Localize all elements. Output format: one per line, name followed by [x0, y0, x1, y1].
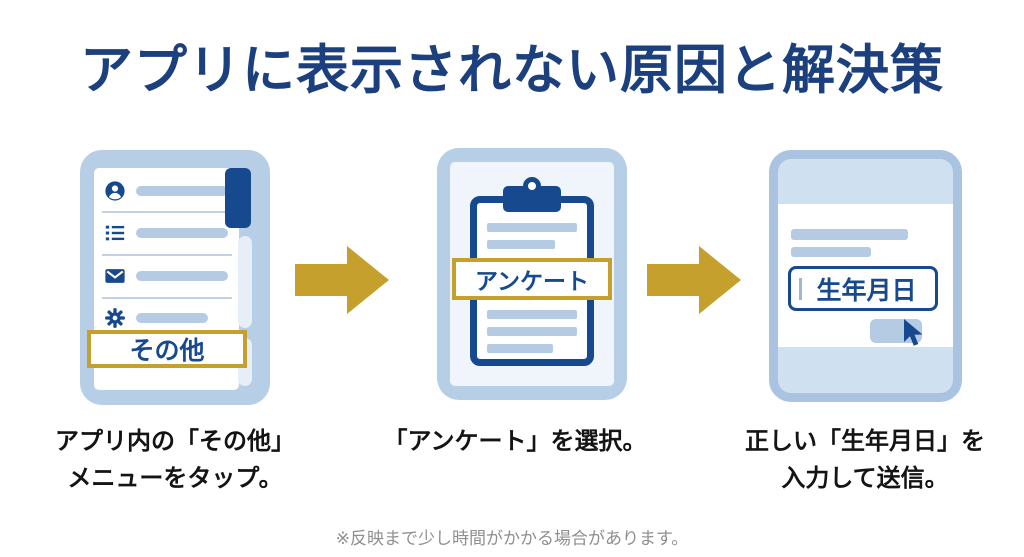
menu-row-mail: [104, 265, 228, 287]
flow-arrow-2: [647, 246, 741, 314]
footnote: ※反映まで少し時間がかかる場合があります。: [335, 529, 689, 548]
arrow-tail: [295, 264, 347, 296]
arrow-tail: [647, 264, 699, 296]
page-title: アプリに表示されない原因と解決策: [80, 41, 944, 100]
list-icon: [105, 225, 125, 241]
menu-divider: [102, 297, 232, 299]
placeholder-bar: [136, 271, 228, 281]
survey-option-highlight: アンケート: [452, 258, 612, 300]
step3-caption-line2: 入力して送信。: [781, 465, 949, 493]
menu-row-list: [104, 222, 228, 244]
step3-form-panel: 生年月日: [778, 204, 953, 347]
menu-divider: [102, 211, 232, 213]
step2-phone-illustration: アンケート: [437, 148, 627, 400]
step3-phone-illustration: 生年月日: [769, 150, 962, 402]
step3-caption: 正しい「生年月日」を 入力して送信。: [720, 423, 1010, 497]
menu-divider: [102, 254, 232, 256]
placeholder-bar: [487, 327, 577, 336]
menu-row-profile: [104, 180, 228, 202]
arrow-head: [699, 246, 741, 314]
step2-caption-line1: 「アンケート」を選択。: [383, 428, 647, 455]
placeholder-bar: [487, 344, 553, 353]
screen-scroll-thumb: [225, 168, 251, 228]
placeholder-bar: [791, 247, 871, 257]
placeholder-bar: [487, 223, 577, 232]
text-cursor: [799, 277, 802, 300]
flow-arrow-1: [295, 246, 389, 314]
step1-caption: アプリ内の「その他」 メニューをタップ。: [30, 423, 320, 497]
birthdate-input-field: 生年月日: [788, 266, 938, 311]
placeholder-bar: [136, 313, 208, 323]
menu-row-settings: [104, 307, 208, 329]
placeholder-bar: [791, 229, 908, 240]
step1-phone-illustration: その他: [80, 150, 270, 405]
placeholder-bar: [136, 186, 228, 196]
placeholder-bar: [487, 240, 555, 249]
menu-item-others-highlight: その他: [87, 330, 247, 368]
mouse-cursor-icon: [904, 319, 923, 346]
gear-icon: [105, 308, 125, 328]
mail-icon: [105, 269, 125, 283]
clipboard-clip-ring: [523, 177, 541, 195]
arrow-head: [347, 246, 389, 314]
user-icon: [105, 181, 125, 201]
birthdate-input-label: 生年月日: [816, 276, 917, 305]
step1-caption-line1: アプリ内の「その他」: [55, 428, 295, 455]
step3-caption-line1: 正しい「生年月日」を: [745, 428, 985, 455]
step1-caption-line2: メニューをタップ。: [67, 465, 283, 493]
step2-caption: 「アンケート」を選択。: [370, 423, 660, 460]
placeholder-bar: [136, 228, 228, 238]
scroll-track-segment: [238, 236, 252, 328]
placeholder-bar: [487, 310, 577, 319]
step1-app-screen: その他: [87, 168, 247, 390]
